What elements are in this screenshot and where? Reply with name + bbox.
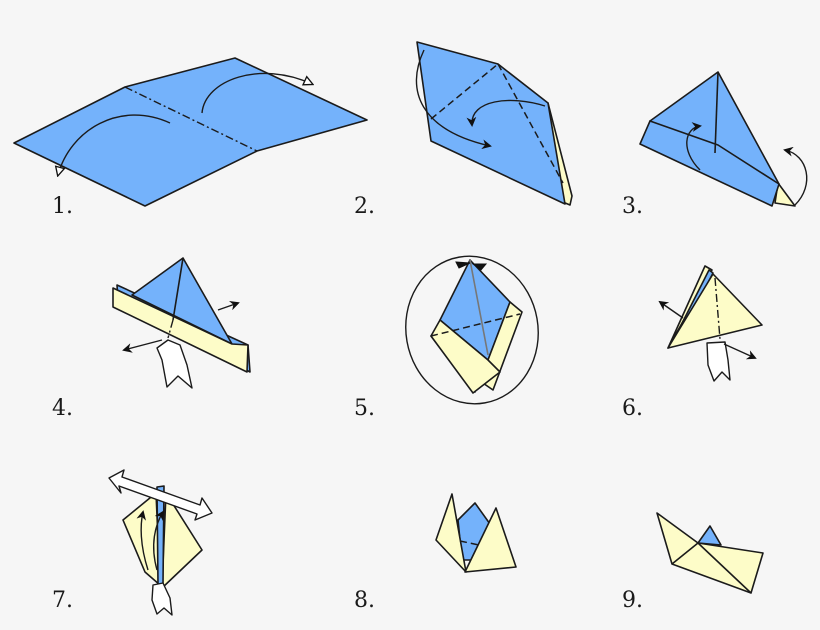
right-peak: [464, 507, 517, 573]
lift-arrow-left: [136, 510, 149, 571]
folded-sheet: [416, 41, 566, 205]
push-hand-arrow: [706, 341, 731, 382]
fold-line-left: [430, 63, 499, 120]
triangle-front: [667, 273, 763, 349]
arrowhead-left: [455, 261, 471, 269]
hat-crease: [172, 257, 184, 321]
step-label-4: 4.: [52, 396, 73, 421]
step-1-figure: [13, 57, 368, 207]
center-line: [714, 277, 721, 340]
step-4-figure: [112, 257, 251, 389]
hat-cone: [131, 257, 233, 345]
fold-corner-arrow-right: [466, 99, 546, 127]
step-label-9: 9.: [622, 588, 643, 613]
step-7-figure: [108, 469, 213, 616]
fold-both-sides-arrow: [405, 255, 539, 405]
push-hand-arrow: [151, 582, 173, 616]
step-label-3: 3.: [622, 194, 643, 219]
fold-up-back-arrow: [783, 146, 808, 206]
paper-sheet: [13, 57, 368, 207]
fold-down-arrow-right: [201, 72, 312, 114]
fold-line: [459, 540, 480, 546]
step-5-figure: [405, 255, 539, 405]
left-peak: [435, 493, 467, 573]
step-label-6: 6.: [622, 396, 643, 421]
pull-arrow-left: [658, 300, 684, 319]
center-crease: [469, 259, 489, 356]
hull-crease-1: [671, 542, 699, 565]
fold-line-right: [497, 63, 564, 184]
flap-left: [430, 319, 501, 394]
fold-line: [430, 313, 521, 337]
step-2-figure: [415, 41, 573, 206]
step-label-2: 2.: [354, 194, 375, 219]
step-6-figure: [658, 265, 763, 382]
boat-hull: [656, 512, 764, 594]
pull-arrow-right: [723, 343, 757, 360]
sail-peak: [697, 525, 722, 546]
step-9-figure: [656, 512, 764, 594]
lift-arrow-right: [153, 510, 165, 571]
center-crease: [714, 71, 719, 154]
fold-corner-arrow-left: [415, 49, 492, 150]
pull-apart-double-arrow: [108, 469, 213, 521]
front-brim: [112, 287, 249, 373]
pull-arrow-right: [217, 300, 240, 311]
arrowhead-right: [471, 263, 488, 271]
fold-down-arrow-left: [58, 114, 171, 175]
hull-crease-2: [697, 542, 752, 594]
step-label-5: 5.: [354, 396, 375, 421]
pull-arrow-left: [122, 339, 163, 353]
fold-up-front-arrow: [686, 122, 702, 171]
front-strip: [639, 120, 780, 207]
push-hand-arrow: [156, 339, 193, 389]
step-8-figure: [435, 493, 517, 573]
step-3-figure: [639, 71, 808, 207]
step-label-7: 7.: [52, 588, 73, 613]
center-line: [167, 319, 174, 339]
step-label-1: 1.: [52, 194, 73, 219]
step-label-8: 8.: [354, 588, 375, 613]
